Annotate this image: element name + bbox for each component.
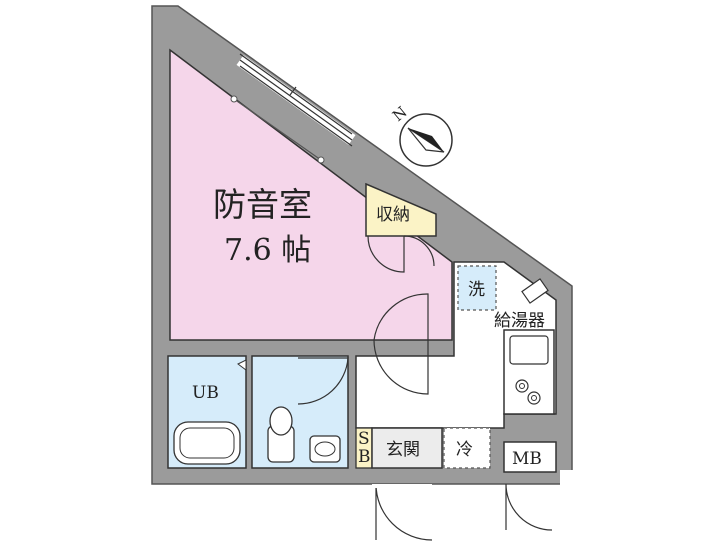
storage-label: 収納 [376, 205, 410, 225]
water-heater-label: 給湯器 [494, 311, 545, 331]
meter-box-label: MB [512, 449, 542, 469]
shoe-box-label-s: S [358, 429, 370, 449]
soundproof-room-size: 7.6 帖 [224, 233, 311, 268]
entrance-floor [371, 427, 443, 469]
shoe-box-label-b: B [358, 447, 371, 467]
washer-label: 洗 [468, 280, 485, 300]
window [236, 53, 356, 147]
unit-bath-label: UB [192, 383, 219, 403]
exterior-notch [560, 470, 574, 486]
fridge-label: 冷 [456, 440, 473, 460]
bathtub [173, 421, 241, 465]
kitchen-counter [503, 329, 555, 415]
entrance-door-swing [375, 483, 433, 541]
toilet-door-swing [297, 357, 349, 405]
meter-box [503, 441, 557, 473]
wash-basin-icon [309, 435, 341, 463]
compass-icon: N [389, 103, 453, 167]
fridge-space [443, 427, 491, 469]
entrance-label: 玄関 [386, 440, 420, 460]
meter-box-door-swing [505, 483, 553, 531]
storage-closet [365, 182, 437, 237]
room-door-swing [373, 293, 429, 395]
curtain-rail [230, 95, 325, 164]
shower-icon [237, 359, 247, 371]
shoe-box-label: S B [358, 429, 375, 467]
toilet-icon [267, 406, 295, 463]
soundproof-room-floor [169, 48, 453, 341]
storage-door-swing [367, 235, 435, 273]
water-heater-box [521, 278, 549, 304]
washer-space [457, 265, 497, 311]
soundproof-room-name: 防音室 [213, 185, 312, 224]
